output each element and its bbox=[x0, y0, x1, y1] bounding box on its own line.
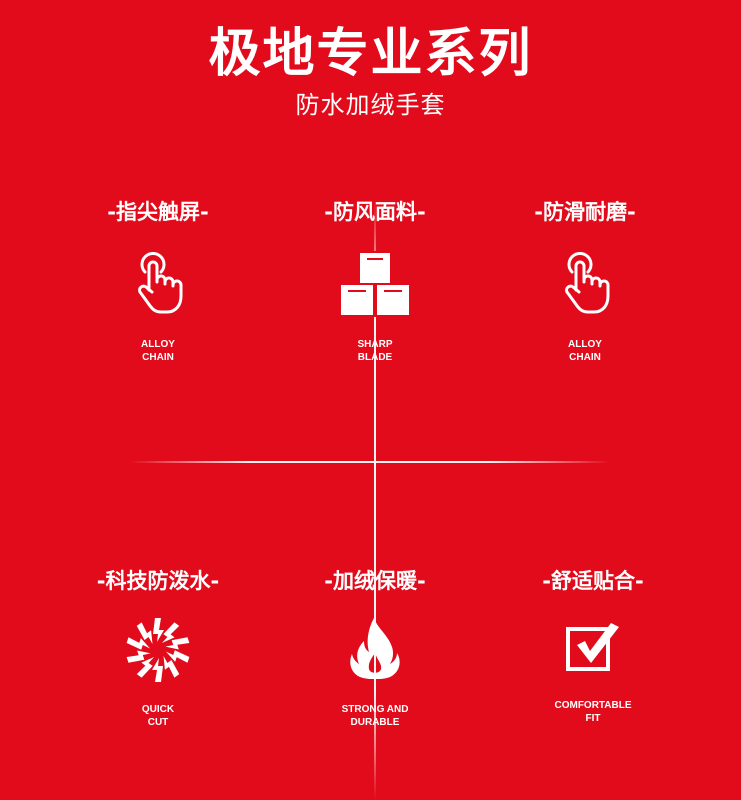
starburst-icon bbox=[126, 618, 190, 682]
page-subtitle: 防水加绒手套 bbox=[295, 91, 446, 119]
feature-touchscreen: -指尖触屏- ALLOY CHAIN bbox=[58, 198, 258, 364]
feature-water-repellent: -科技防泼水- QUICK CUT bbox=[58, 567, 258, 729]
boxes-icon bbox=[339, 251, 411, 317]
feature-label: ALLOY CHAIN bbox=[141, 339, 175, 363]
touch-finger-icon bbox=[565, 252, 610, 314]
feature-label: SHARP BLADE bbox=[357, 339, 393, 363]
vertical-divider bbox=[374, 200, 376, 800]
feature-heading: -指尖触屏- bbox=[107, 200, 209, 224]
feature-label: STRONG AND DURABLE bbox=[341, 704, 409, 728]
feature-label: QUICK CUT bbox=[141, 704, 175, 728]
feature-warm-fleece: -加绒保暖- STRONG AND DURABLE bbox=[275, 567, 475, 729]
feature-antislip: -防滑耐磨- ALLOY CHAIN bbox=[485, 198, 685, 364]
feature-heading: -防风面料- bbox=[324, 200, 426, 224]
feature-windproof: -防风面料- SHARP BLADE bbox=[275, 198, 475, 364]
page-title: 极地专业系列 bbox=[208, 24, 533, 84]
feature-heading: -防滑耐磨- bbox=[534, 200, 636, 224]
feature-label: ALLOY CHAIN bbox=[568, 339, 602, 363]
checkbox-icon bbox=[566, 623, 619, 671]
touch-finger-icon bbox=[138, 252, 183, 314]
feature-label: COMFORTABLE FIT bbox=[554, 700, 632, 724]
feature-heading: -舒适贴合- bbox=[542, 569, 644, 593]
flame-icon bbox=[350, 618, 400, 679]
horizontal-divider bbox=[130, 461, 610, 463]
feature-comfort-fit: -舒适贴合- COMFORTABLE FIT bbox=[493, 567, 693, 725]
feature-heading: -加绒保暖- bbox=[324, 569, 426, 593]
feature-heading: -科技防泼水- bbox=[96, 569, 220, 593]
